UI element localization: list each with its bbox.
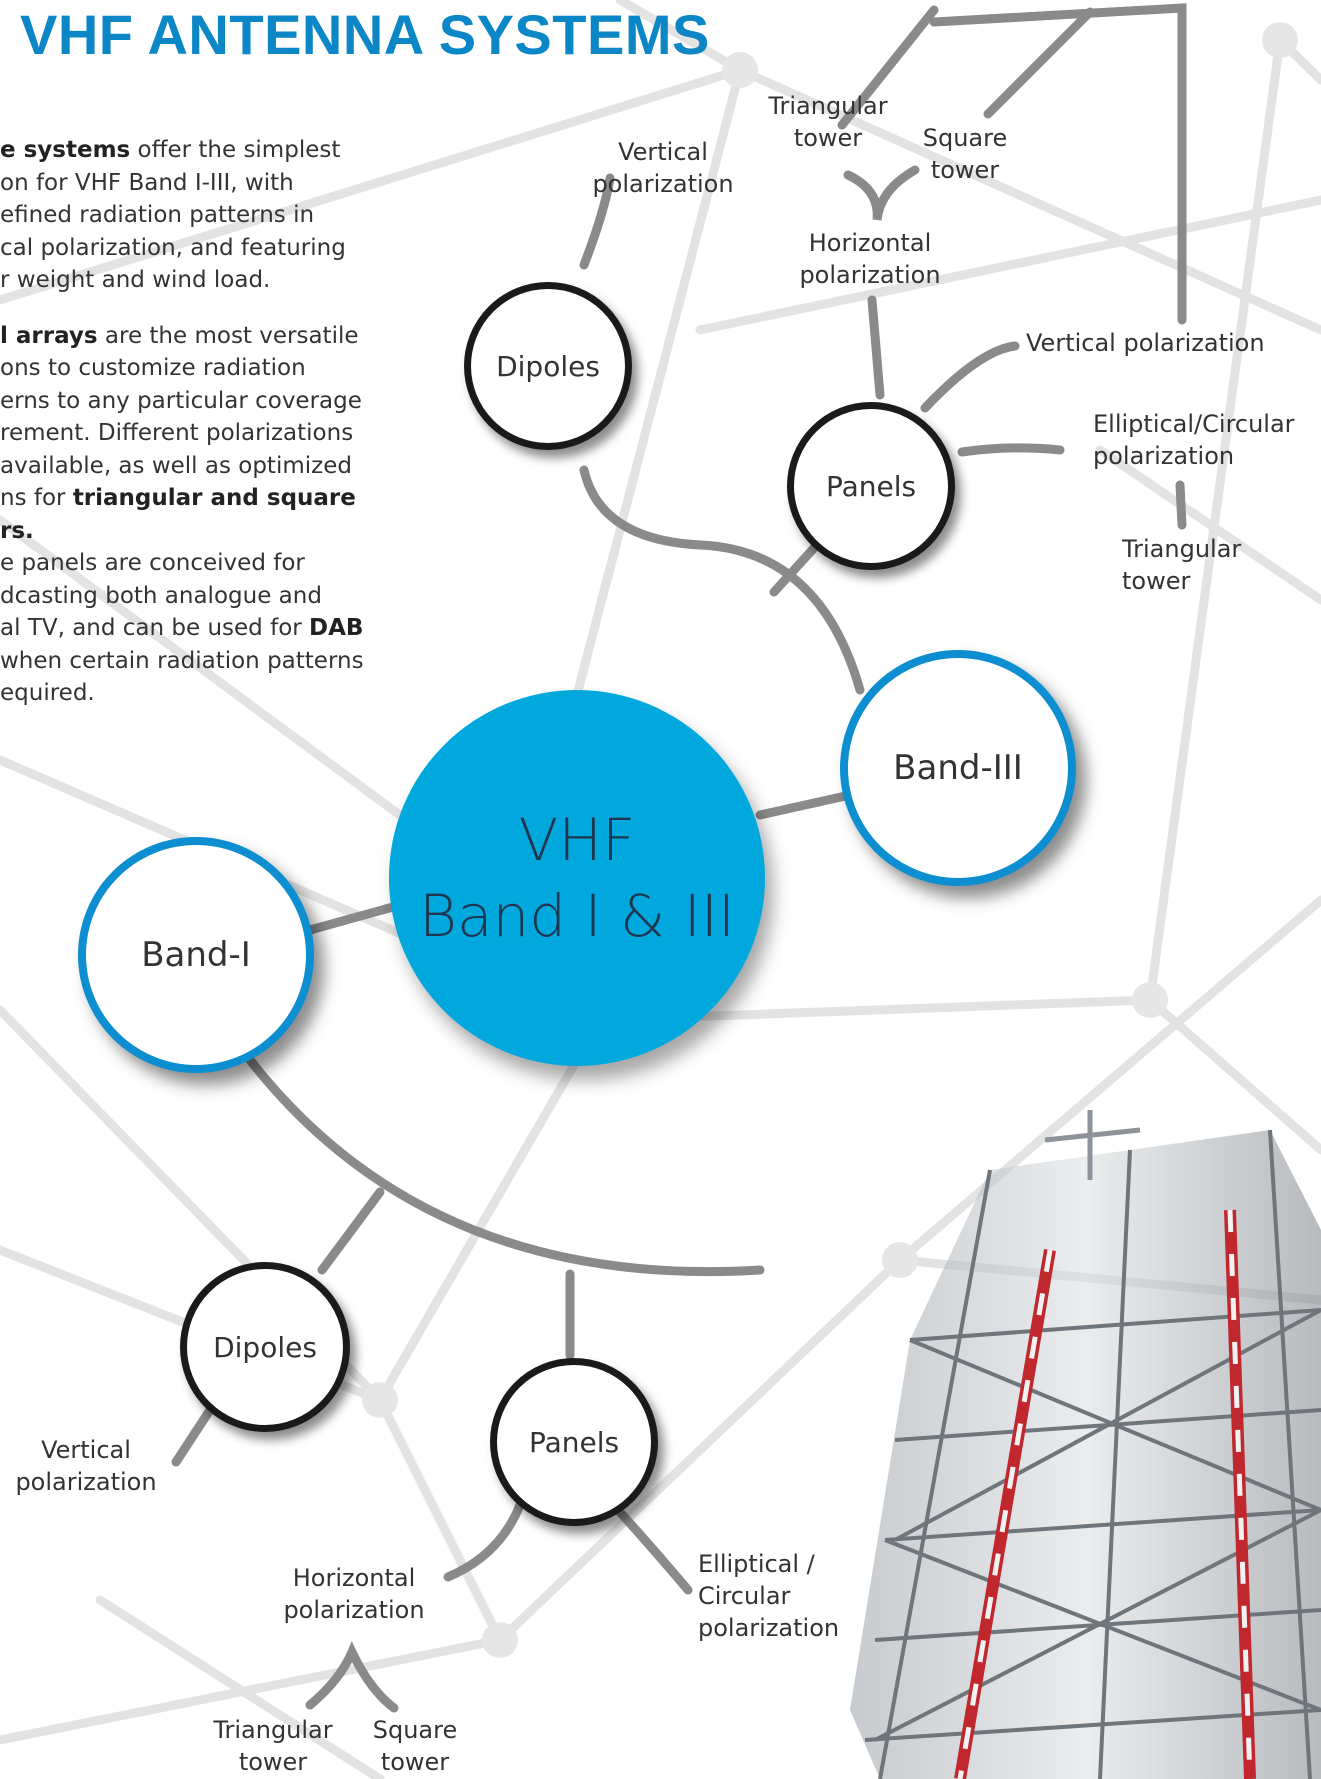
band-iii-vertical-label: Vertical polarization	[1026, 329, 1265, 357]
intro-line: dcasting both analogue and	[0, 582, 322, 609]
band-i-dipoles-label: Dipoles	[213, 1330, 317, 1364]
center-line-2: Band I & III	[418, 882, 736, 950]
band-i-panels-node: Panels	[490, 1358, 658, 1526]
band-iii-node: Band-III	[840, 650, 1076, 886]
center-node-vhf: VHF Band I & III	[389, 690, 765, 1066]
intro-line: e panels are conceived for	[0, 550, 305, 576]
intro-line: erns to any particular coverage	[0, 387, 362, 414]
intro-line: ns for triangular and square	[0, 485, 356, 511]
band-iii-panels-label: Panels	[825, 469, 917, 503]
band-i-node: Band-I	[78, 837, 314, 1073]
intro-line: r weight and wind load.	[0, 267, 271, 293]
intro-line: e systems offer the simplest	[0, 137, 341, 163]
intro-line: l arrays are the most versatile	[0, 322, 359, 349]
intro-text: e systems offer the simplest on for VHF …	[0, 134, 409, 710]
band-iii-dipoles-node: Dipoles	[464, 282, 632, 450]
page-title: VHF ANTENNA SYSTEMS	[20, 3, 710, 66]
intro-line: equired.	[0, 680, 95, 706]
band-i-label: Band-I	[141, 935, 251, 975]
intro-line: when certain radiation patterns	[0, 647, 364, 674]
band-i-panels-label: Panels	[528, 1425, 620, 1459]
band-i-dipoles-node: Dipoles	[180, 1262, 350, 1432]
band-iii-panels-node: Panels	[787, 402, 955, 570]
band-iii-dipoles-label: Dipoles	[496, 349, 600, 383]
intro-line: available, as well as optimized	[0, 452, 352, 479]
intro-line: ons to customize radiation	[0, 355, 306, 381]
intro-line: cal polarization, and featuring	[0, 234, 346, 261]
intro-line: rement. Different polarizations	[0, 420, 354, 446]
intro-line: al TV, and can be used for DAB	[0, 615, 364, 641]
intro-line: on for VHF Band I-III, with	[0, 169, 294, 196]
center-line-1: VHF	[518, 806, 636, 874]
intro-line: rs.	[0, 517, 34, 544]
antenna-tower-photo	[850, 1110, 1321, 1779]
intro-line: efined radiation patterns in	[0, 202, 315, 228]
band-iii-label: Band-III	[893, 748, 1023, 788]
